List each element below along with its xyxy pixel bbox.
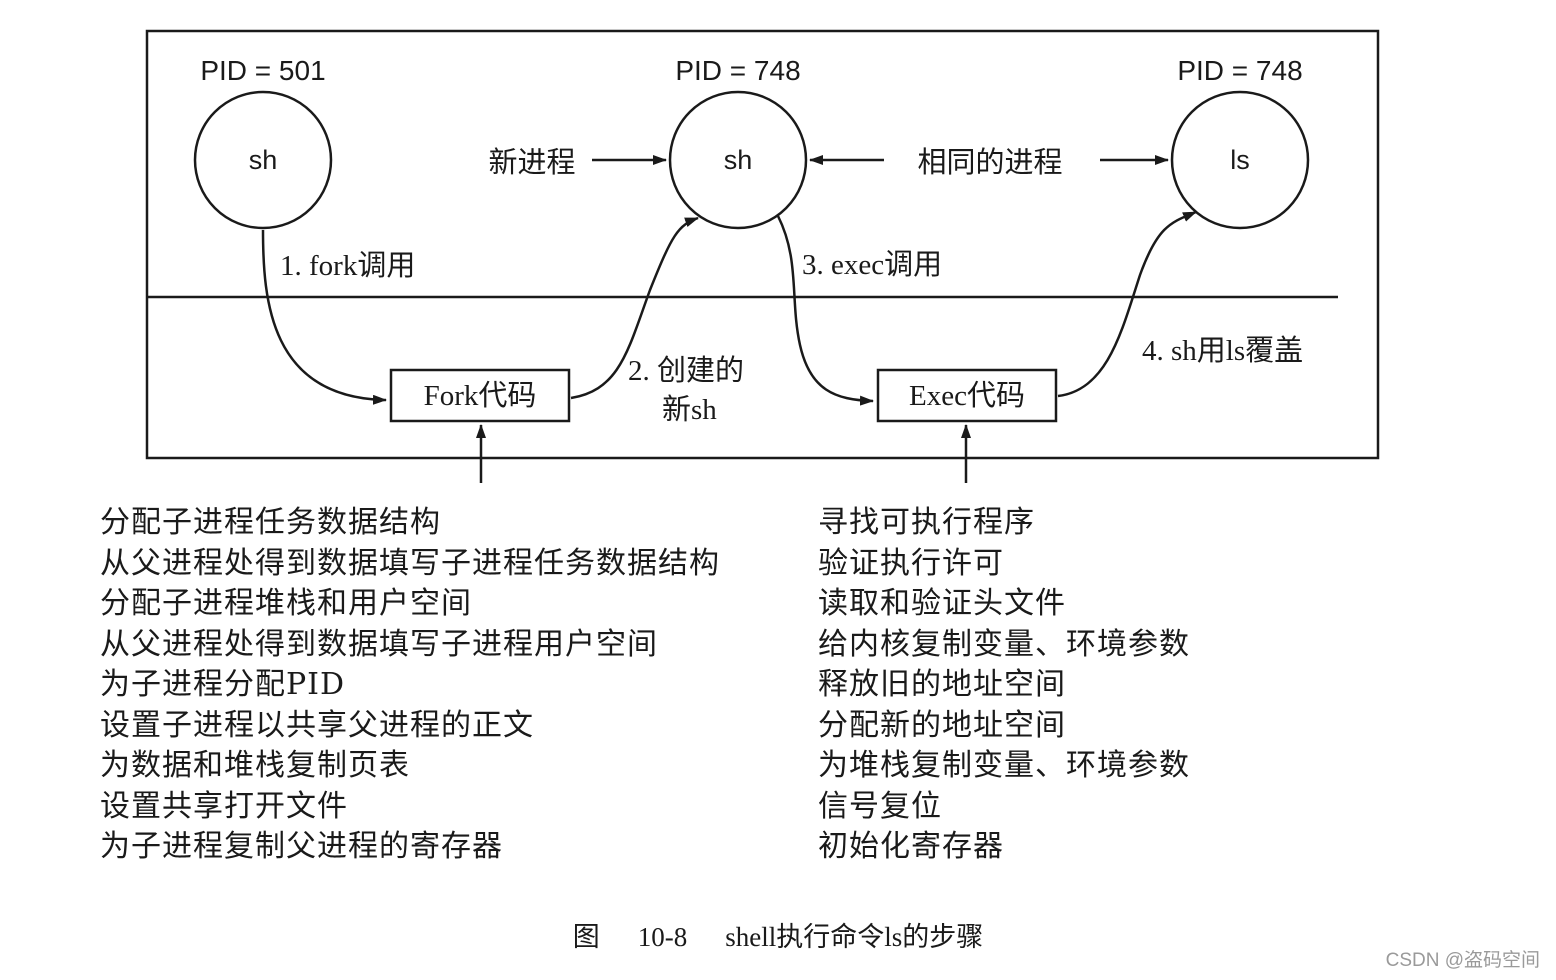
list-item: 设置子进程以共享父进程的正文 [100, 707, 534, 743]
fork-code-label: Fork代码 [424, 380, 537, 412]
list-item: 读取和验证头文件 [818, 586, 1066, 621]
list-item: 从父进程处得到数据填写子进程用户空间 [100, 626, 658, 662]
list-item: 给内核复制变量、环境参数 [818, 626, 1190, 662]
list-item: 验证执行许可 [818, 545, 1004, 581]
arrow-sh-overlaid-by-ls [1057, 210, 1197, 398]
pid-label-middle: PID = 748 [675, 55, 800, 86]
list-item: 为子进程复制父进程的寄存器 [100, 829, 503, 864]
watermark: CSDN @盗码空间 [1385, 950, 1540, 971]
diagram-frame [145, 29, 1380, 460]
pid-label-right: PID = 748 [1177, 55, 1302, 86]
fork-steps-list: 分配子进程任务数据结构 从父进程处得到数据填写子进程任务数据结构 分配子进程堆栈… [100, 503, 720, 868]
process-node-middle [668, 90, 808, 230]
process-node-right [1170, 90, 1310, 230]
list-item: 为子进程分配PID [100, 667, 346, 702]
label-step1-fork-call: 1. fork调用 [280, 250, 415, 282]
label-same-process: 相同的进程 [917, 146, 1062, 179]
list-item: 释放旧的地址空间 [818, 667, 1066, 702]
list-item: 信号复位 [818, 788, 942, 824]
arrow-exec-call [776, 215, 874, 406]
label-step4-overlay: 4. sh用ls覆盖 [1142, 334, 1303, 367]
list-item: 为数据和堆栈复制页表 [100, 748, 410, 783]
process-name-right: ls [1230, 145, 1250, 175]
list-item: 为堆栈复制变量、环境参数 [818, 748, 1190, 783]
process-name-left: sh [249, 145, 278, 175]
exec-code-label: Exec代码 [909, 380, 1025, 412]
list-item: 分配新的地址空间 [818, 707, 1066, 743]
label-new-process: 新进程 [488, 146, 575, 179]
arrow-created-new-sh [570, 216, 699, 400]
exec-code-box [876, 368, 1058, 423]
caption-figure-number: 10-8 [637, 922, 688, 952]
caption-figure-word: 图 [572, 922, 600, 952]
label-step3-exec-call: 3. exec调用 [802, 249, 942, 281]
label-step2-line1: 2. 创建的 [628, 354, 744, 387]
figure-caption: 图 10-8 shell执行命令ls的步骤 [0, 915, 1556, 954]
list-item: 分配子进程任务数据结构 [100, 505, 441, 540]
list-item: 分配子进程堆栈和用户空间 [100, 586, 472, 621]
label-step2-line2: 新sh [662, 393, 717, 426]
process-name-middle: sh [724, 145, 753, 175]
list-item: 设置共享打开文件 [100, 788, 348, 824]
fork-code-box [389, 368, 571, 423]
arrow-fork-call [261, 229, 387, 405]
caption-text: shell执行命令ls的步骤 [725, 922, 984, 952]
list-item: 从父进程处得到数据填写子进程任务数据结构 [100, 545, 720, 581]
process-node-left [193, 90, 333, 230]
pid-label-left: PID = 501 [200, 55, 325, 86]
list-item: 寻找可执行程序 [818, 505, 1035, 540]
exec-steps-list: 寻找可执行程序 验证执行许可 读取和验证头文件 给内核复制变量、环境参数 释放旧… [818, 503, 1190, 868]
list-item: 初始化寄存器 [818, 829, 1004, 864]
